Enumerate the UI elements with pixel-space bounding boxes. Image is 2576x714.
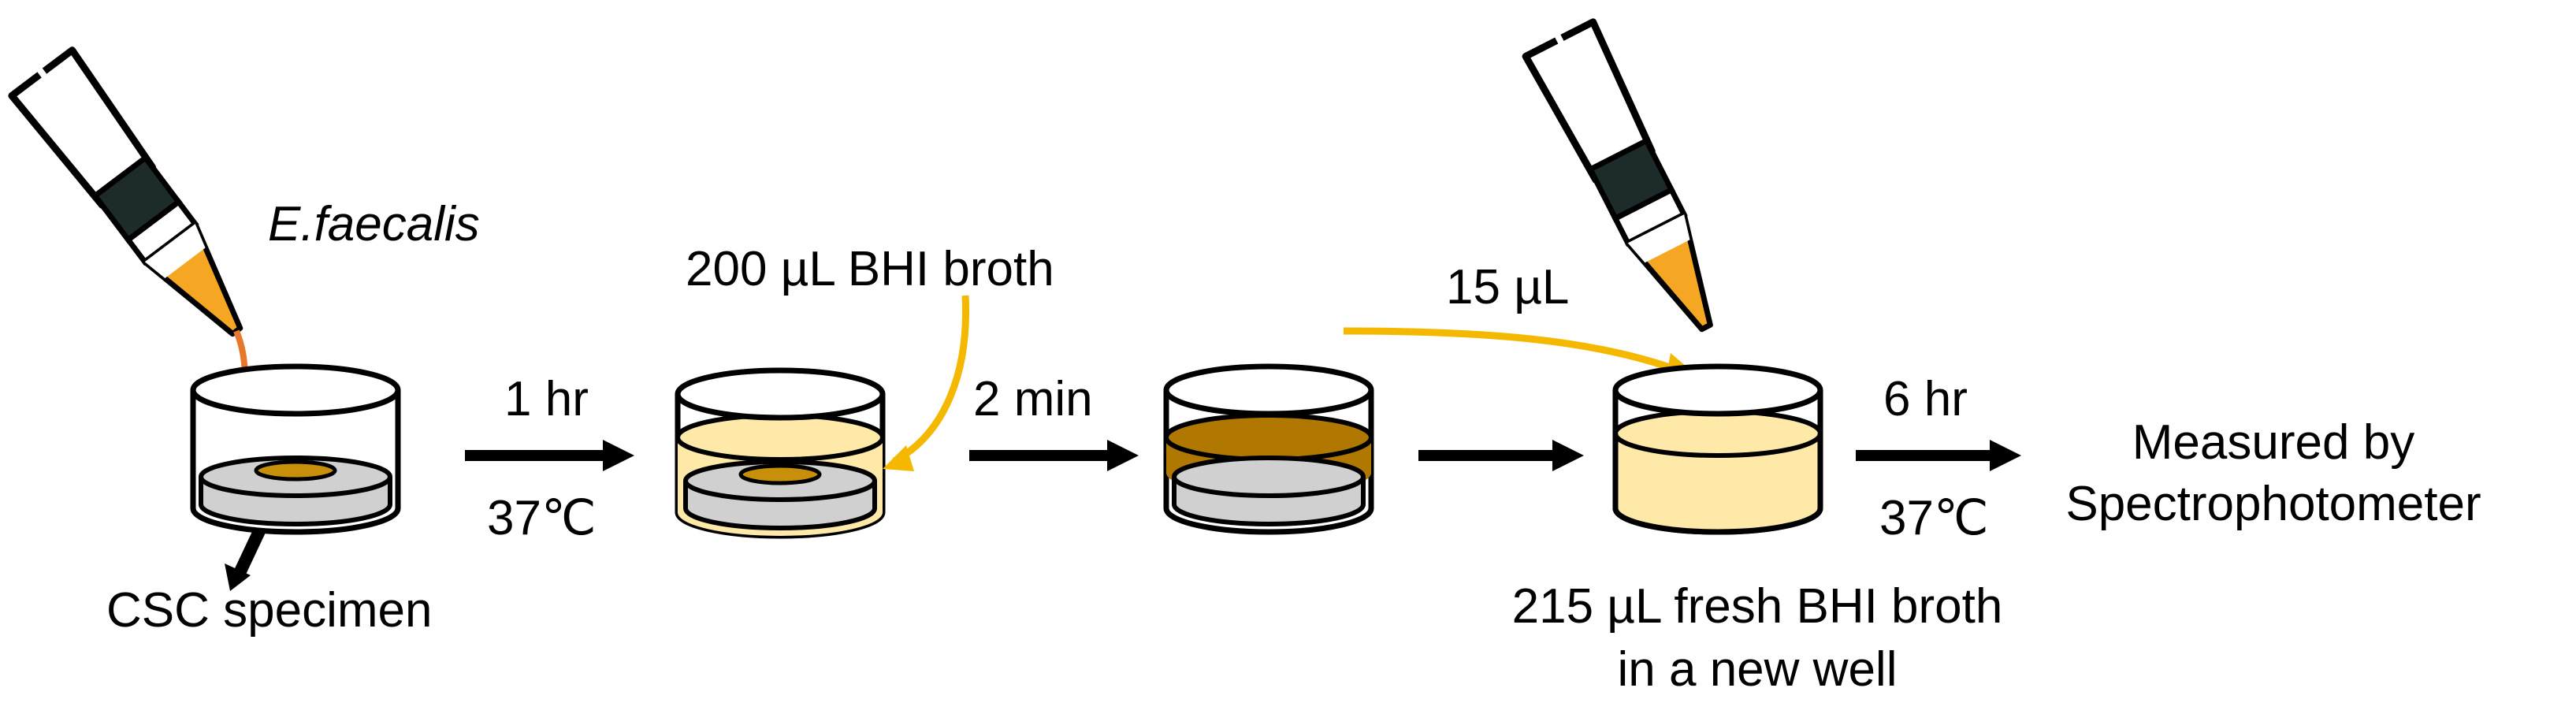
pipette-icon xyxy=(1522,18,1713,333)
step4-temp-label: 37℃ xyxy=(1879,491,1989,545)
pipette-icon xyxy=(8,46,243,337)
transfer-arrow xyxy=(1343,327,1680,374)
result-label-2: Spectrophotometer xyxy=(2065,477,2481,531)
step1-time-label: 1 hr xyxy=(504,372,589,426)
step4-time-label: 6 hr xyxy=(1883,372,1968,426)
fresh-broth-label-1: 215 µL fresh BHI broth xyxy=(1512,579,2003,634)
step1-temp-label: 37℃ xyxy=(487,491,597,545)
broth-add-arrow xyxy=(892,295,970,464)
broth-added-label: 200 µL BHI broth xyxy=(686,242,1054,296)
fresh-broth-label-2: in a new well xyxy=(1618,642,1898,697)
specimen-pointer xyxy=(234,526,266,575)
organism-label: E.faecalis xyxy=(268,197,480,251)
specimen-label: CSC specimen xyxy=(106,583,432,638)
well-icon xyxy=(1163,363,1374,535)
well-icon xyxy=(1612,363,1823,535)
transfer-volume-label: 15 µL xyxy=(1446,260,1569,314)
well-icon xyxy=(190,363,401,535)
well-icon xyxy=(675,367,886,539)
result-label-1: Measured by xyxy=(2132,415,2414,470)
step2-time-label: 2 min xyxy=(973,372,1093,426)
